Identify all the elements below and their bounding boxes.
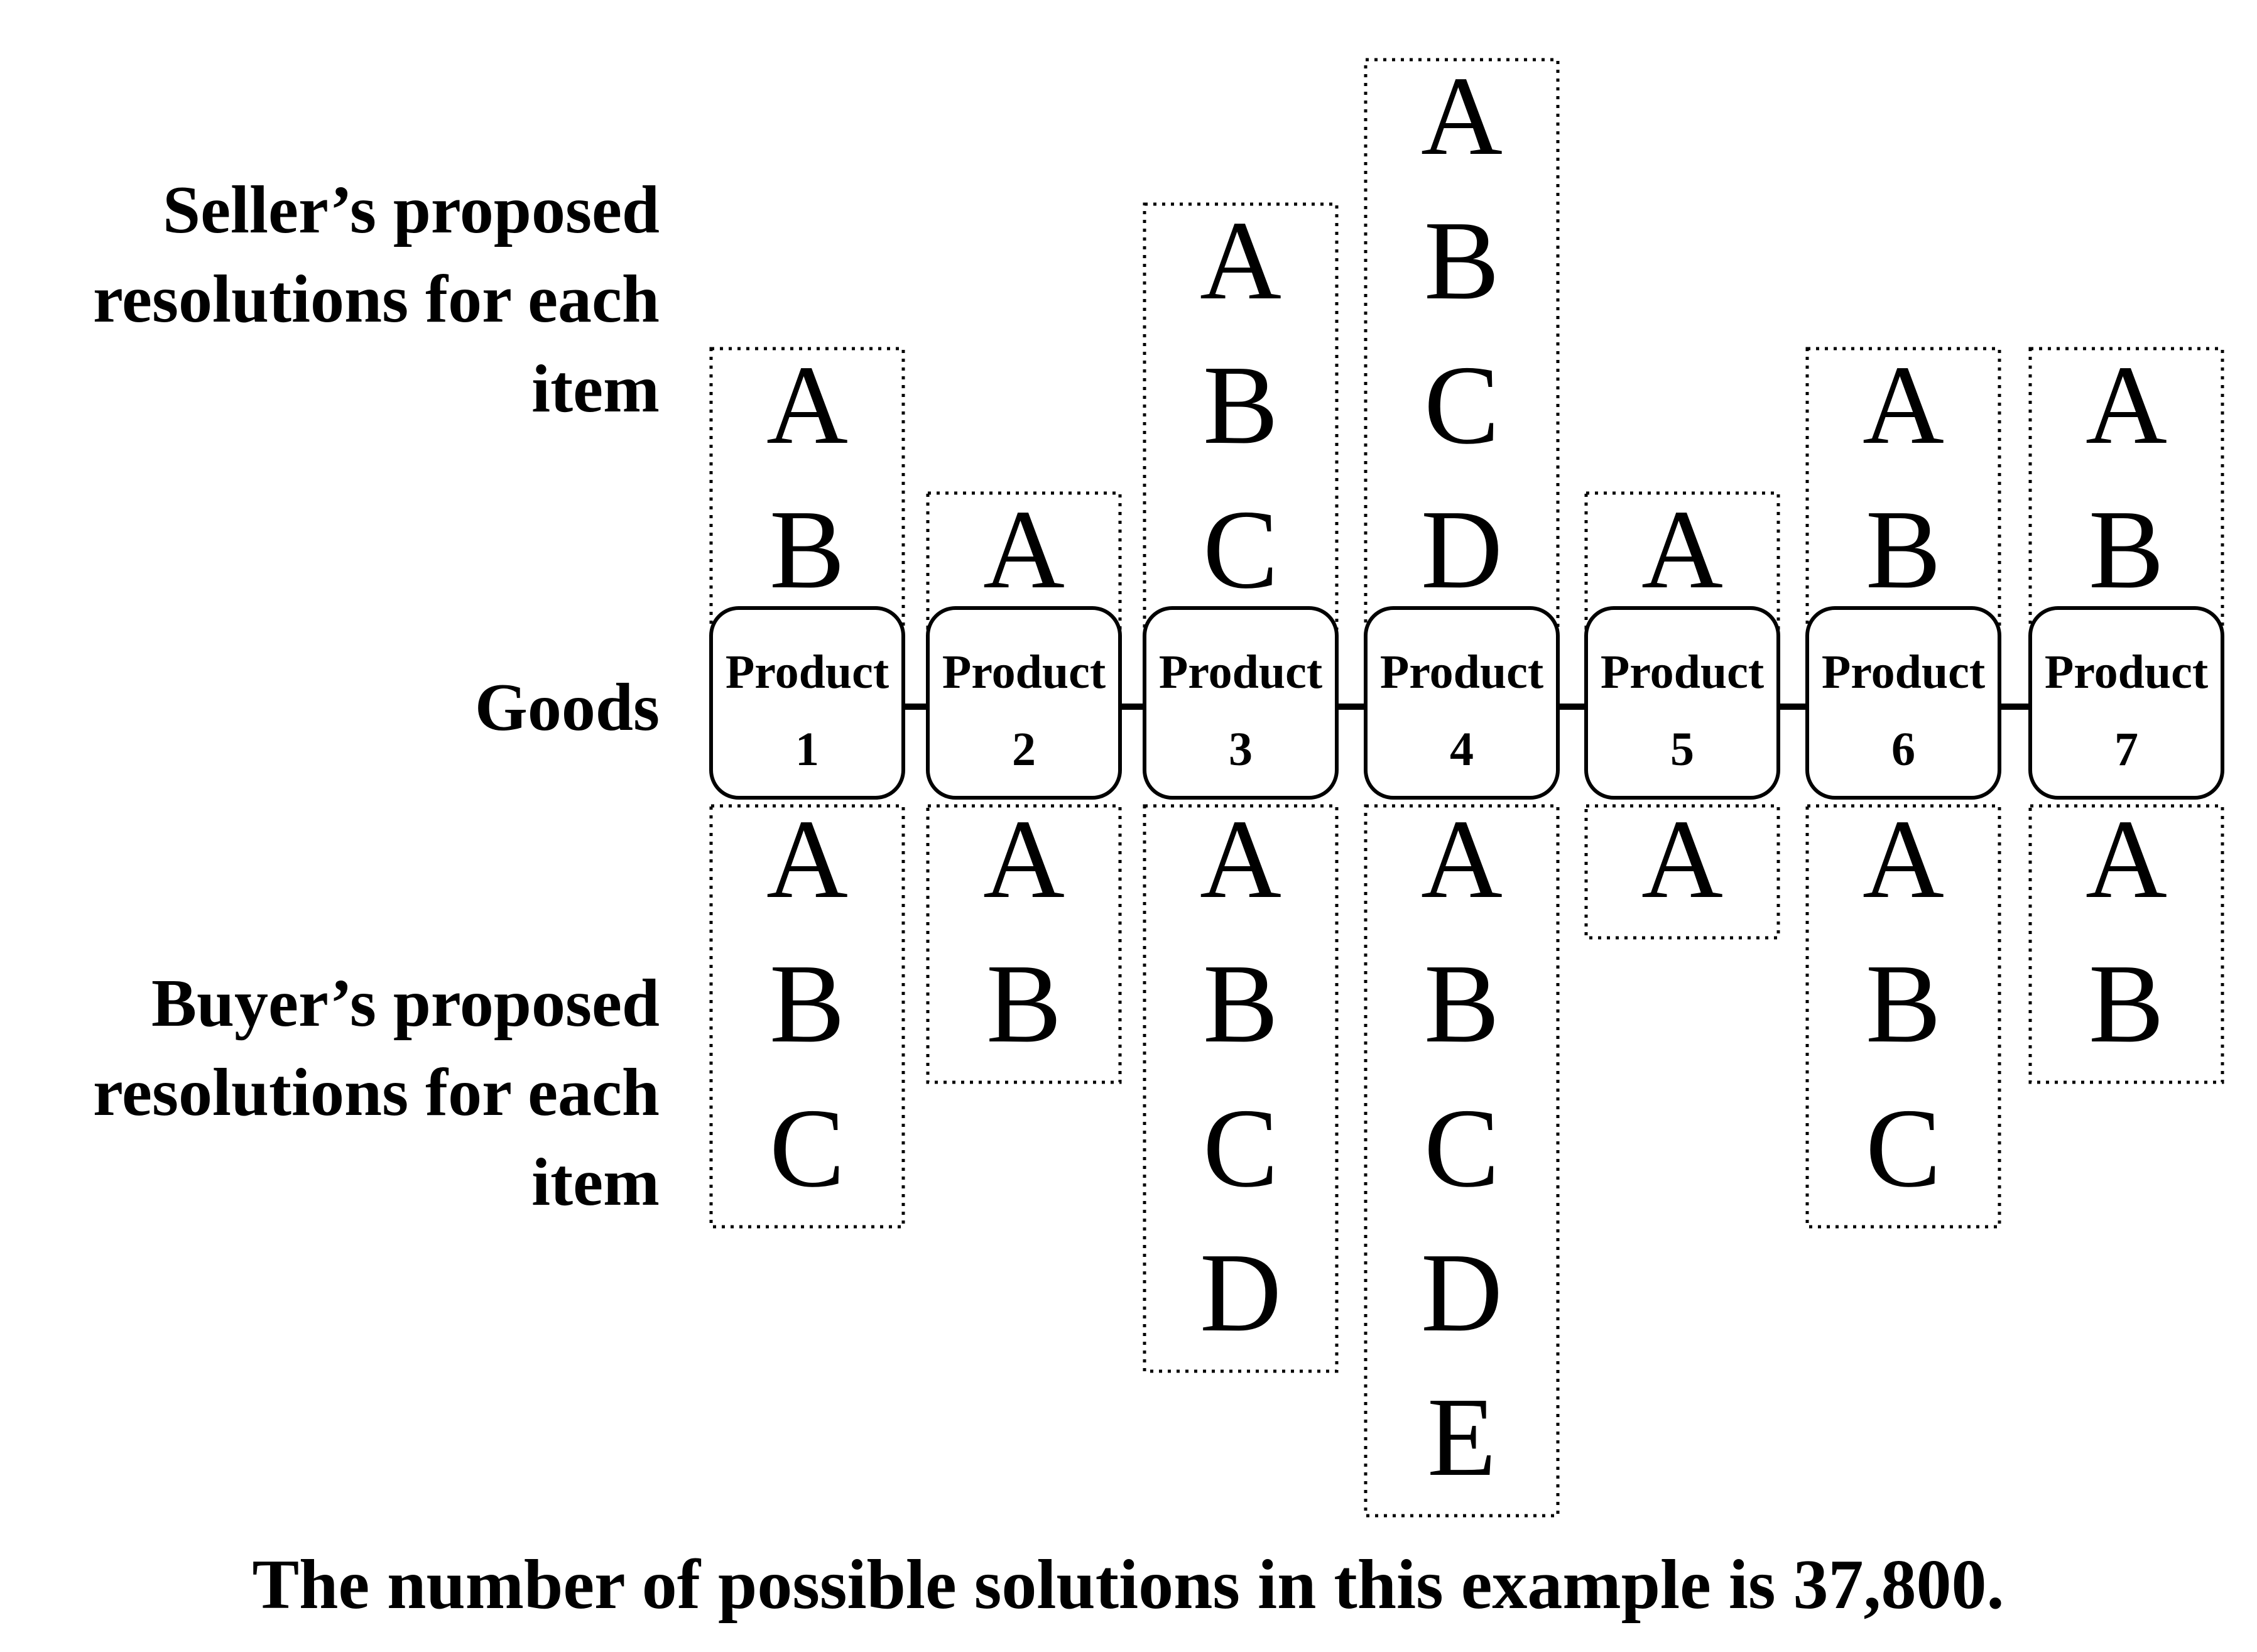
seller-label-line-2: resolutions for each [93, 262, 660, 337]
seller-label-line-1: Seller’s proposed [163, 173, 660, 247]
seller-option-letter: B [1866, 487, 1941, 612]
product-box [926, 606, 1122, 800]
product-label-number: 3 [1229, 723, 1253, 776]
product-label-line-1: Product [1601, 646, 1764, 698]
buyer-option-letter: A [766, 796, 848, 921]
row-labels: Seller’s proposed resolutions for each i… [93, 173, 660, 1220]
product-label-number: 4 [1450, 723, 1474, 776]
buyer-options-box [926, 804, 1122, 1084]
seller-option-letter: A [2086, 342, 2167, 467]
seller-option-letter: B [2089, 487, 2164, 612]
buyer-option-letter: C [1866, 1085, 1941, 1210]
buyer-label-line-1: Buyer’s proposed [151, 966, 660, 1041]
seller-option-letter: B [1203, 342, 1278, 467]
product-label-number: 6 [1891, 723, 1915, 776]
product-label-line-1: Product [1822, 646, 1985, 698]
seller-option-letter: C [1203, 487, 1278, 612]
seller-option-letter: C [1424, 342, 1499, 467]
buyer-option-letter: A [1863, 796, 1944, 921]
product-label-number: 1 [795, 723, 819, 776]
product-box [1143, 606, 1339, 800]
product-label-line-1: Product [1380, 646, 1543, 698]
buyer-option-letter: A [983, 796, 1065, 921]
buyer-options-box [1584, 804, 1780, 940]
seller-option-letter: B [770, 487, 845, 612]
seller-option-letter: A [1863, 342, 1944, 467]
buyer-option-letter: B [770, 941, 845, 1066]
buyer-option-letter: C [1424, 1085, 1499, 1210]
seller-option-letter: D [1421, 487, 1503, 612]
product-label-line-1: Product [942, 646, 1106, 698]
product-box [2028, 606, 2224, 800]
seller-option-letter: A [1200, 198, 1281, 323]
product-box [1805, 606, 2001, 800]
seller-options-box [1364, 58, 1560, 630]
product-box [1584, 606, 1780, 800]
buyer-label-line-2: resolutions for each [93, 1055, 660, 1130]
product-label-line-1: Product [726, 646, 889, 698]
buyer-option-letter: B [1424, 941, 1499, 1066]
buyer-options-box [1143, 804, 1339, 1373]
buyer-options-box [2028, 804, 2224, 1084]
goods-label: Goods [475, 670, 660, 745]
seller-label-line-3: item [531, 352, 660, 427]
buyer-option-letter: E [1427, 1374, 1496, 1499]
buyer-label-line-3: item [531, 1145, 660, 1220]
buyer-option-letter: B [2089, 941, 2164, 1066]
solutions-caption: The number of possible solutions in this… [252, 1546, 2004, 1624]
buyer-option-letter: C [1203, 1085, 1278, 1210]
buyer-option-letter: C [770, 1085, 845, 1210]
seller-option-letter: A [1421, 53, 1503, 178]
seller-option-letter: A [1641, 487, 1723, 612]
product-column-5: A A Product 5 [1584, 487, 1780, 940]
buyer-option-letter: B [986, 941, 1062, 1066]
buyer-options-box [1364, 804, 1560, 1518]
product-label-line-1: Product [1159, 646, 1322, 698]
product-label-line-1: Product [2045, 646, 2208, 698]
buyer-option-letter: B [1203, 941, 1278, 1066]
buyer-option-letter: D [1200, 1230, 1281, 1355]
buyer-option-letter: A [1421, 796, 1503, 921]
buyer-option-letter: A [1641, 796, 1723, 921]
seller-option-letter: A [766, 342, 848, 467]
product-columns: ABABCProduct1AABProduct2ABCABCDProduct3A… [709, 53, 2224, 1518]
seller-option-letter: A [983, 487, 1065, 612]
product-label-number: 5 [1670, 723, 1694, 776]
product-box [1364, 606, 1560, 800]
buyer-option-letter: A [2086, 796, 2167, 921]
buyer-option-letter: B [1866, 941, 1941, 1066]
product-label-number: 7 [2114, 723, 2138, 776]
product-label-number: 2 [1012, 723, 1036, 776]
product-box [709, 606, 905, 800]
buyer-option-letter: D [1421, 1230, 1503, 1355]
seller-option-letter: B [1424, 198, 1499, 323]
buyer-option-letter: A [1200, 796, 1281, 921]
